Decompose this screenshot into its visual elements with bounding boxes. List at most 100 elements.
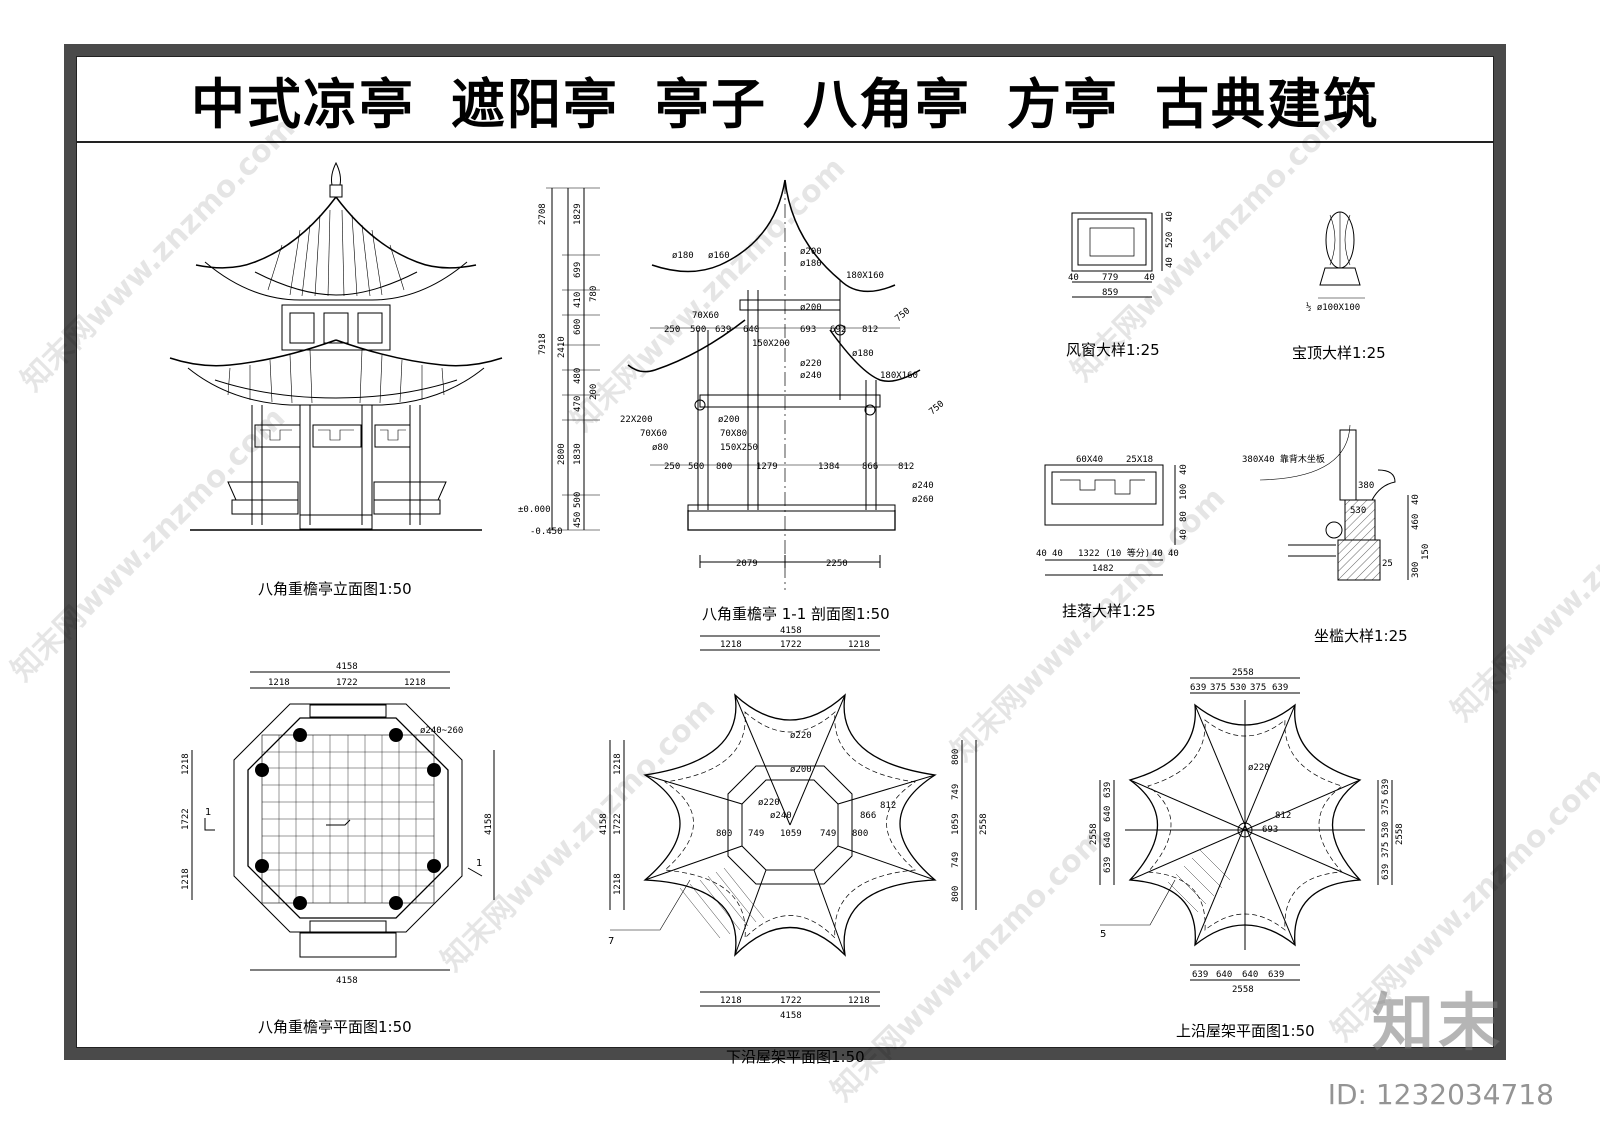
dim-label: 500 bbox=[688, 462, 704, 472]
title-word: 八角亭 bbox=[803, 72, 971, 136]
hanging-fret-dims: 60X40 25X18 40 40 1322 (10 等分) 40 40 148… bbox=[1036, 455, 1189, 574]
dim-label: 1830 bbox=[573, 443, 583, 465]
dim-label: 520 bbox=[1165, 232, 1175, 248]
dim-label: 812 bbox=[862, 325, 878, 335]
dim-label: 749 bbox=[820, 829, 836, 839]
dim-label: 639 bbox=[1272, 683, 1288, 693]
callout-number: 5 bbox=[1100, 929, 1106, 940]
dim-label: 800 bbox=[716, 462, 732, 472]
dim-label: 40 bbox=[1036, 549, 1047, 559]
member-label: ø220 bbox=[758, 798, 780, 808]
dim-label: 530 bbox=[1350, 506, 1366, 516]
dim-label: 639 bbox=[1192, 970, 1208, 980]
dim-label: 2250 bbox=[826, 559, 848, 569]
upper-roof-frame-dims: 2558 639 375 530 375 639 ø220 639 640 64… bbox=[1089, 668, 1405, 995]
dim-label: 4158 bbox=[780, 626, 802, 636]
dim-label: 4158 bbox=[484, 813, 494, 835]
dim-label: 812 bbox=[1275, 811, 1291, 821]
caption-bench: 坐槛大样1:25 bbox=[1314, 627, 1408, 645]
plan-drawing bbox=[191, 671, 495, 971]
dim-label: 693 bbox=[1262, 825, 1278, 835]
dim-label: 410 bbox=[573, 292, 583, 308]
dim-label: 375 bbox=[1210, 683, 1226, 693]
member-label: ø180 bbox=[672, 251, 694, 261]
dim-label: 780 bbox=[589, 286, 599, 302]
caption-section: 八角重檐亭 1-1 剖面图1:50 bbox=[702, 605, 890, 623]
dim-label: 640 bbox=[743, 325, 759, 335]
caption-elevation: 八角重檐亭立面图1:50 bbox=[258, 580, 412, 598]
dim-label: 812 bbox=[898, 462, 914, 472]
dim-label: 640 bbox=[1103, 806, 1113, 822]
wind-window-drawing bbox=[1071, 212, 1163, 298]
dim-label: 2708 bbox=[538, 203, 548, 225]
title-word: 方亭 bbox=[1007, 72, 1119, 136]
dim-label: 640 bbox=[1242, 970, 1258, 980]
dim-label: 639 bbox=[1190, 683, 1206, 693]
caption-upper-roof-frame: 上沿屋架平面图1:50 bbox=[1176, 1022, 1315, 1040]
member-label: ø220 bbox=[790, 731, 812, 741]
dim-label: 480 bbox=[573, 368, 583, 384]
dim-label: 1482 bbox=[1092, 564, 1114, 574]
dim-label: 60X40 bbox=[1076, 455, 1103, 465]
dim-label: 693 bbox=[800, 325, 816, 335]
image-id-label: ID: 1232034718 bbox=[1327, 1078, 1554, 1111]
dim-label: 750 bbox=[928, 399, 947, 417]
dim-label: 639 bbox=[1268, 970, 1284, 980]
dim-label: 2558 bbox=[1089, 823, 1099, 845]
dim-label: 1218 bbox=[848, 640, 870, 650]
dim-label: 500 bbox=[573, 492, 583, 508]
dim-label: 749 bbox=[951, 852, 961, 868]
dim-label: 866 bbox=[860, 811, 876, 821]
dim-label: 749 bbox=[951, 784, 961, 800]
member-label: ø200 bbox=[800, 247, 822, 257]
plan-dims: 4158 1218 1722 1218 ø240~260 1218 1722 1… bbox=[181, 662, 494, 986]
dim-label: 1218 bbox=[720, 640, 742, 650]
dim-label: 1722 bbox=[336, 678, 358, 688]
sheet-title: 中式凉亭 遮阳亭 亭子 八角亭 方亭 古典建筑 bbox=[77, 57, 1493, 143]
member-label: ø200 bbox=[800, 303, 822, 313]
section-marker: 1 bbox=[476, 858, 482, 869]
member-label: ø80 bbox=[652, 443, 668, 453]
dim-label: 640 bbox=[1103, 832, 1113, 848]
member-label: ø240 bbox=[800, 371, 822, 381]
member-label: 180X160 bbox=[880, 371, 918, 381]
title-word: 遮阳亭 bbox=[451, 72, 619, 136]
dim-label: 1279 bbox=[756, 462, 778, 472]
dim-label: 375 bbox=[1250, 683, 1266, 693]
dim-label: 1722 bbox=[780, 640, 802, 650]
dim-label: 800 bbox=[951, 886, 961, 902]
dim-label: 40 bbox=[1144, 273, 1155, 283]
title-word: 中式凉亭 bbox=[191, 72, 415, 136]
caption-plan: 八角重檐亭平面图1:50 bbox=[258, 1018, 412, 1036]
member-label: ø260 bbox=[912, 495, 934, 505]
dim-label: 25X18 bbox=[1126, 455, 1153, 465]
caption-hanging-fret: 挂落大样1:25 bbox=[1062, 602, 1156, 620]
dim-label: 1218 bbox=[268, 678, 290, 688]
caption-lower-roof-frame: 下沿屋架平面图1:50 bbox=[726, 1048, 865, 1066]
dim-label: 4158 bbox=[780, 1011, 802, 1021]
dim-label: 375 bbox=[1381, 799, 1391, 815]
finial-label: ½ ø100X100 bbox=[1306, 302, 1360, 313]
dim-label: 4158 bbox=[599, 813, 609, 835]
upper-roof-frame-drawing bbox=[1099, 677, 1393, 981]
dim-label: 2558 bbox=[1232, 668, 1254, 678]
dim-label: 692 bbox=[830, 325, 846, 335]
dim-label: 4158 bbox=[336, 976, 358, 986]
member-label: ø220 bbox=[800, 359, 822, 369]
caption-finial: 宝顶大样1:25 bbox=[1292, 344, 1386, 362]
dim-label: 639 bbox=[1381, 864, 1391, 880]
dim-label: 1218 bbox=[181, 868, 191, 890]
dim-label: 1722 bbox=[181, 808, 191, 830]
wind-window-dims: 40 779 40 859 40 520 40 bbox=[1068, 211, 1175, 298]
dim-label: 779 bbox=[1102, 273, 1118, 283]
dim-label: 2079 bbox=[736, 559, 758, 569]
member-label: 70X60 bbox=[640, 429, 667, 439]
dim-label: 40 bbox=[1179, 529, 1189, 540]
dim-label: 40 bbox=[1179, 464, 1189, 475]
dim-label: 4158 bbox=[336, 662, 358, 672]
level-label: ±0.000 bbox=[518, 505, 551, 515]
dim-label: 500 bbox=[690, 325, 706, 335]
hanging-fret-drawing bbox=[1044, 464, 1176, 576]
dim-label: 600 bbox=[573, 319, 583, 335]
